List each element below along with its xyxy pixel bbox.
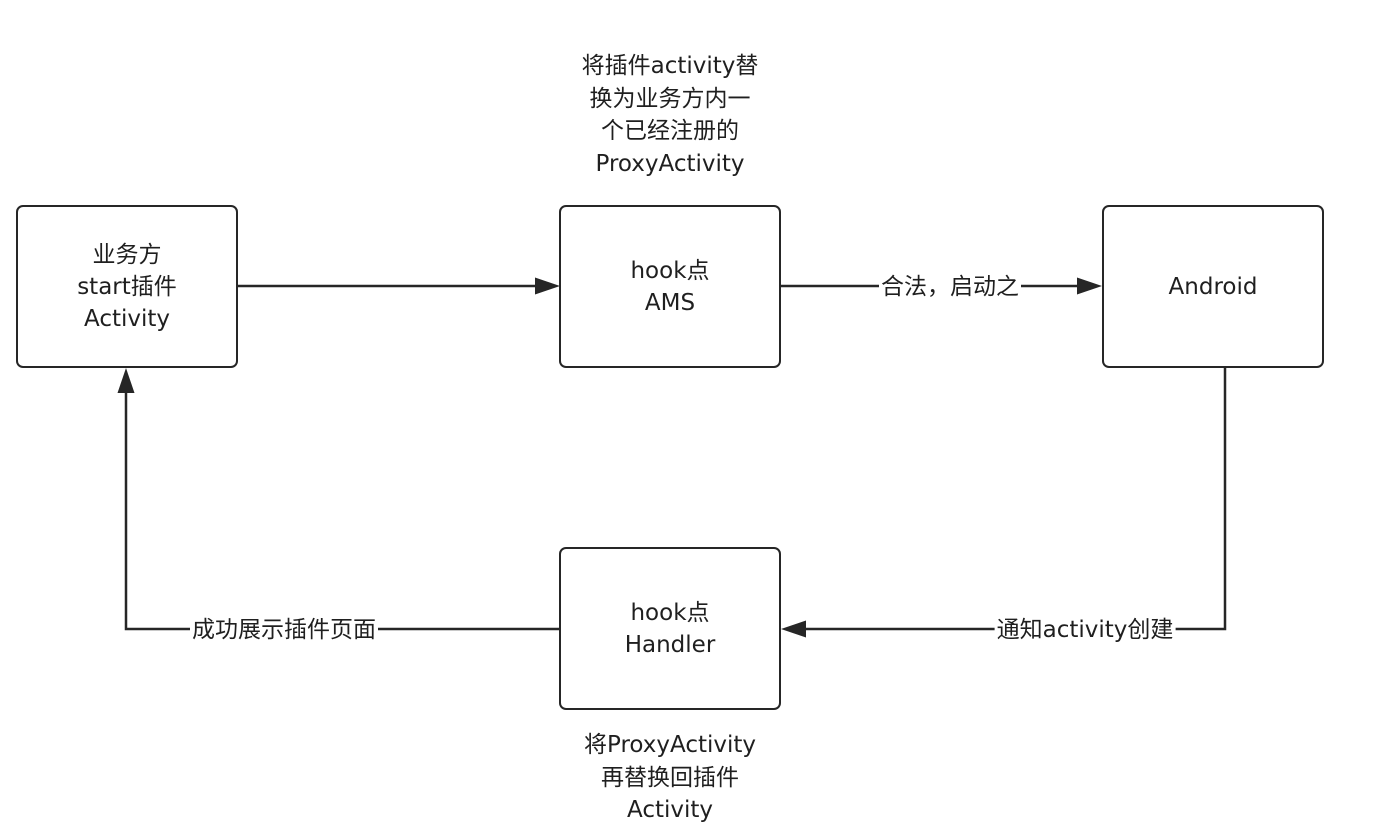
edge-label-ams-to-android: 合法，启动之 (879, 272, 1021, 302)
annotation-ams-line-1: 将插件activity替 (581, 53, 759, 79)
arrowhead-icon (781, 620, 806, 638)
node-hook-ams-line-1: hook点 (630, 257, 710, 284)
annotation-ams: 将插件activity替 换为业务方内一 个已经注册的 ProxyActivit… (560, 50, 780, 180)
edge-label-handler-to-business: 成功展示插件页面 (190, 615, 378, 645)
annotation-ams-line-3: 个已经注册的 (601, 118, 739, 144)
annotation-ams-line-2: 换为业务方内一 (589, 85, 751, 112)
node-android[interactable]: Android (1102, 205, 1324, 368)
annotation-handler: 将ProxyActivity 再替换回插件 Activity (540, 729, 800, 827)
annotation-handler-line-2: 再替换回插件 (601, 764, 739, 791)
node-business-line-3: Activity (83, 305, 170, 332)
node-business-line-1: 业务方 (92, 241, 162, 268)
node-business[interactable]: 业务方 start插件 Activity (16, 205, 238, 368)
node-hook-handler-line-2: Handler (624, 631, 716, 658)
node-hook-ams-line-2: AMS (644, 289, 696, 316)
annotation-handler-line-3: Activity (626, 797, 713, 823)
node-business-line-2: start插件 (77, 273, 177, 300)
annotation-handler-line-1: 将ProxyActivity (583, 732, 757, 758)
node-android-line-1: Android (1168, 273, 1258, 300)
arrowhead-icon (1077, 277, 1102, 295)
edge-business-to-hook-ams (238, 277, 560, 295)
node-hook-handler[interactable]: hook点 Handler (559, 547, 781, 710)
edge-android-to-hook-handler (781, 368, 1227, 638)
edge-label-android-to-handler: 通知activity创建 (994, 615, 1176, 645)
edge-hook-handler-to-business (117, 368, 559, 631)
node-hook-ams[interactable]: hook点 AMS (559, 205, 781, 368)
arrowhead-icon (117, 368, 135, 393)
annotation-ams-line-4: ProxyActivity (595, 150, 745, 177)
node-hook-handler-line-1: hook点 (630, 599, 710, 626)
arrowhead-icon (535, 277, 560, 295)
